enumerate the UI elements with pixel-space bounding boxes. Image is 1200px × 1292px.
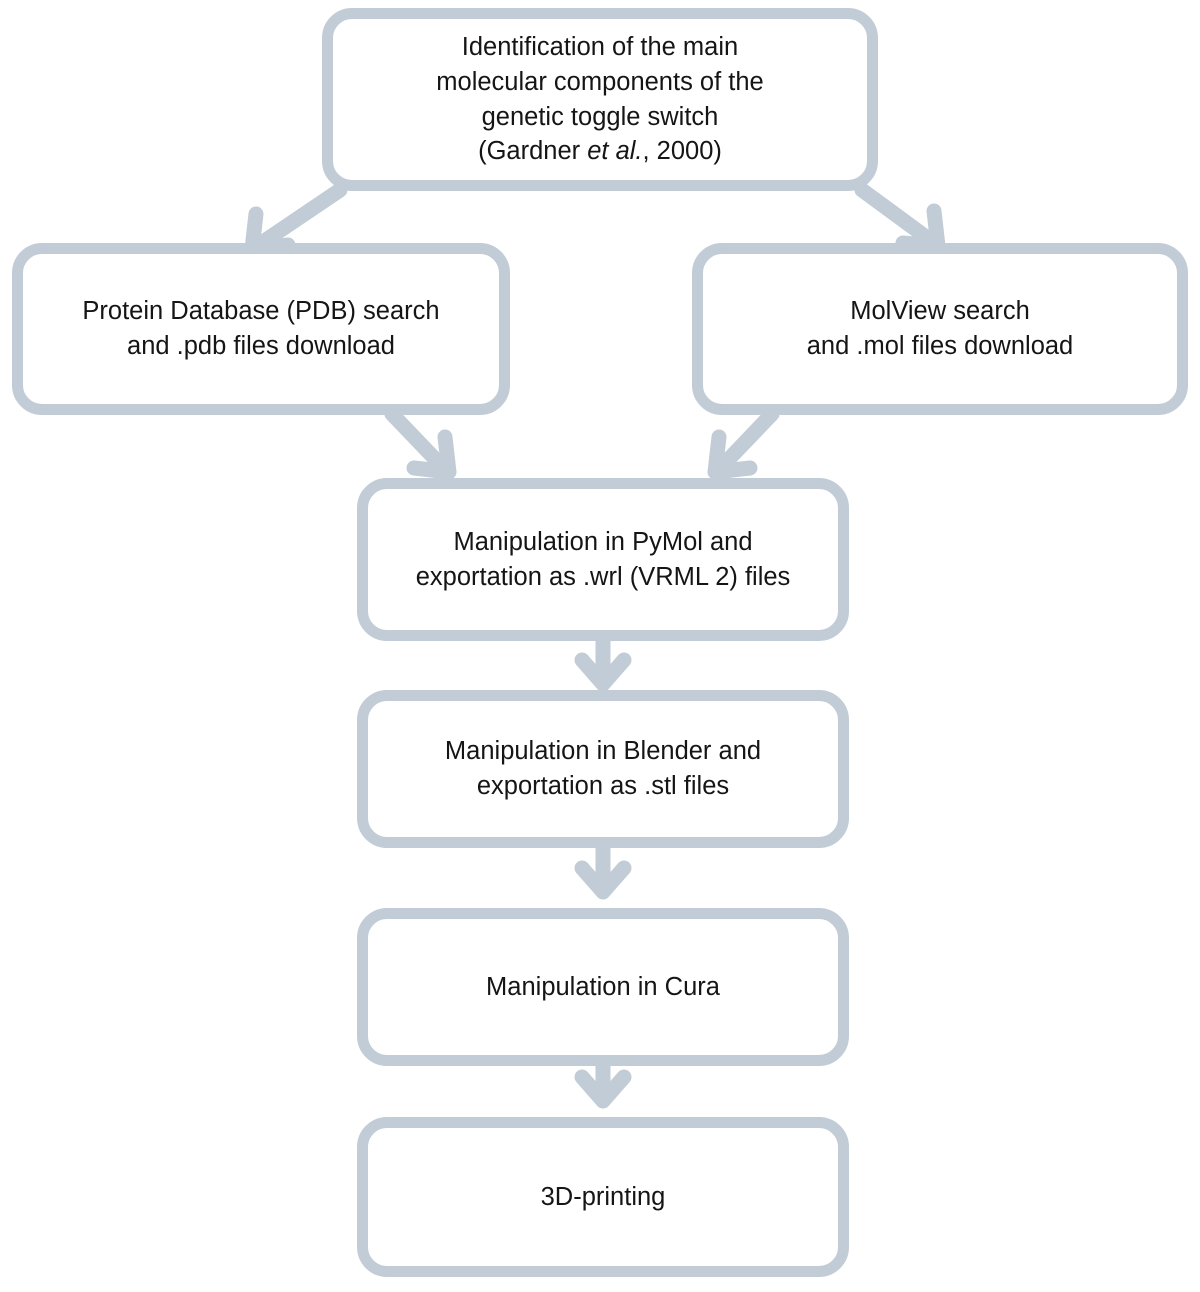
node-molview-search-label: MolView search and .mol files download xyxy=(806,297,1074,360)
connector-cura-to-printing xyxy=(574,1058,632,1109)
connector-blender-to-cura xyxy=(574,840,632,900)
node-3d-printing-label: 3D-printing xyxy=(540,1182,666,1211)
node-3d-printing[interactable]: 3D-printing xyxy=(357,1117,849,1277)
connector-top-to-molview xyxy=(854,182,946,254)
node-molview-search[interactable]: MolView search and .mol files download xyxy=(692,243,1188,415)
connector-pdb-to-molview-merge xyxy=(384,406,457,480)
connector-pymol-to-blender xyxy=(574,633,632,692)
node-cura-manipulation[interactable]: Manipulation in Cura xyxy=(357,908,849,1066)
node-pdb-search[interactable]: Protein Database (PDB) search and .pdb f… xyxy=(12,243,510,415)
node-pdb-search-label: Protein Database (PDB) search and .pdb f… xyxy=(82,297,440,360)
node-blender-manipulation[interactable]: Manipulation in Blender and exportation … xyxy=(357,690,849,848)
node-cura-manipulation-label: Manipulation in Cura xyxy=(486,972,720,1001)
node-pymol-manipulation-label: Manipulation in PyMol and exportation as… xyxy=(415,527,791,591)
connector-top-to-pdb xyxy=(244,182,348,257)
connector-molview-to-pymol xyxy=(707,406,780,480)
node-blender-manipulation-label: Manipulation in Blender and exportation … xyxy=(444,737,762,800)
node-pymol-manipulation[interactable]: Manipulation in PyMol and exportation as… xyxy=(357,478,849,641)
